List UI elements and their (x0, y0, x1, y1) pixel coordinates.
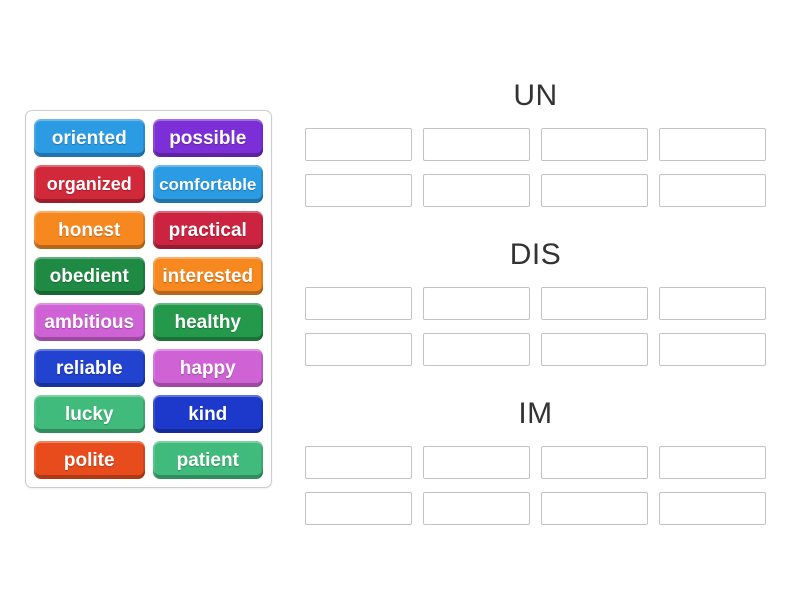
word-tile[interactable]: happy (152, 349, 263, 387)
drop-slot[interactable] (541, 446, 648, 479)
drop-slot[interactable] (659, 333, 766, 366)
word-tile-label: ambitious (44, 311, 135, 333)
word-tile[interactable]: organized (34, 165, 145, 203)
drop-slot[interactable] (423, 333, 530, 366)
word-tile[interactable]: kind (152, 395, 263, 433)
drop-slot[interactable] (541, 492, 648, 525)
word-tile[interactable]: oriented (34, 119, 145, 157)
category-header: UN (513, 79, 558, 112)
drop-slot[interactable] (659, 128, 766, 161)
drop-slot[interactable] (541, 174, 648, 207)
word-tile[interactable]: healthy (152, 303, 263, 341)
word-tile-label: kind (188, 403, 228, 425)
drop-slot[interactable] (305, 333, 412, 366)
category-group: DIS (305, 236, 766, 366)
drop-slot[interactable] (659, 446, 766, 479)
word-tile-label: patient (176, 449, 239, 471)
word-tile-label: possible (169, 127, 247, 149)
word-tile-label: practical (168, 219, 247, 241)
slot-grid (305, 287, 766, 366)
word-tile[interactable]: polite (34, 441, 145, 479)
drop-slot[interactable] (305, 492, 412, 525)
drop-slot[interactable] (659, 174, 766, 207)
word-bank-panel: oriented possible organized comfortable … (25, 110, 272, 488)
drop-slot[interactable] (305, 287, 412, 320)
slot-grid (305, 128, 766, 207)
word-tile-label: reliable (55, 357, 123, 379)
drop-slot[interactable] (305, 174, 412, 207)
category-header: DIS (509, 238, 562, 271)
word-tile-label: interested (162, 265, 254, 287)
word-tile[interactable]: interested (152, 257, 263, 295)
drop-slot[interactable] (423, 446, 530, 479)
word-tile-label: organized (46, 174, 132, 194)
drop-slot[interactable] (659, 287, 766, 320)
drop-slot[interactable] (541, 128, 648, 161)
word-tile-label: obedient (49, 265, 129, 287)
word-tile[interactable]: comfortable (152, 165, 263, 203)
word-tile[interactable]: reliable (34, 349, 145, 387)
word-tile-label: happy (179, 357, 236, 379)
drop-slot[interactable] (423, 287, 530, 320)
word-tile[interactable]: possible (152, 119, 263, 157)
word-tile-label: comfortable (159, 174, 257, 194)
category-header: IM (518, 397, 553, 430)
category-groups: UN DIS IM (305, 77, 766, 554)
word-tile-label: honest (58, 219, 121, 241)
drop-slot[interactable] (423, 492, 530, 525)
drop-slot[interactable] (305, 446, 412, 479)
drop-slot[interactable] (305, 128, 412, 161)
category-group: UN (305, 77, 766, 207)
word-tile[interactable]: obedient (34, 257, 145, 295)
word-tile-label: lucky (64, 403, 114, 425)
drop-slot[interactable] (423, 174, 530, 207)
word-tile[interactable]: lucky (34, 395, 145, 433)
category-group: IM (305, 395, 766, 525)
word-tile-grid: oriented possible organized comfortable … (34, 119, 263, 479)
drop-slot[interactable] (541, 287, 648, 320)
word-tile-label: healthy (174, 311, 242, 333)
drop-slot[interactable] (423, 128, 530, 161)
word-tile[interactable]: practical (152, 211, 263, 249)
word-tile[interactable]: ambitious (34, 303, 145, 341)
word-tile[interactable]: honest (34, 211, 145, 249)
drop-slot[interactable] (659, 492, 766, 525)
word-tile-label: oriented (51, 127, 127, 149)
slot-grid (305, 446, 766, 525)
word-tile[interactable]: patient (152, 441, 263, 479)
word-tile-label: polite (63, 449, 115, 471)
drop-slot[interactable] (541, 333, 648, 366)
